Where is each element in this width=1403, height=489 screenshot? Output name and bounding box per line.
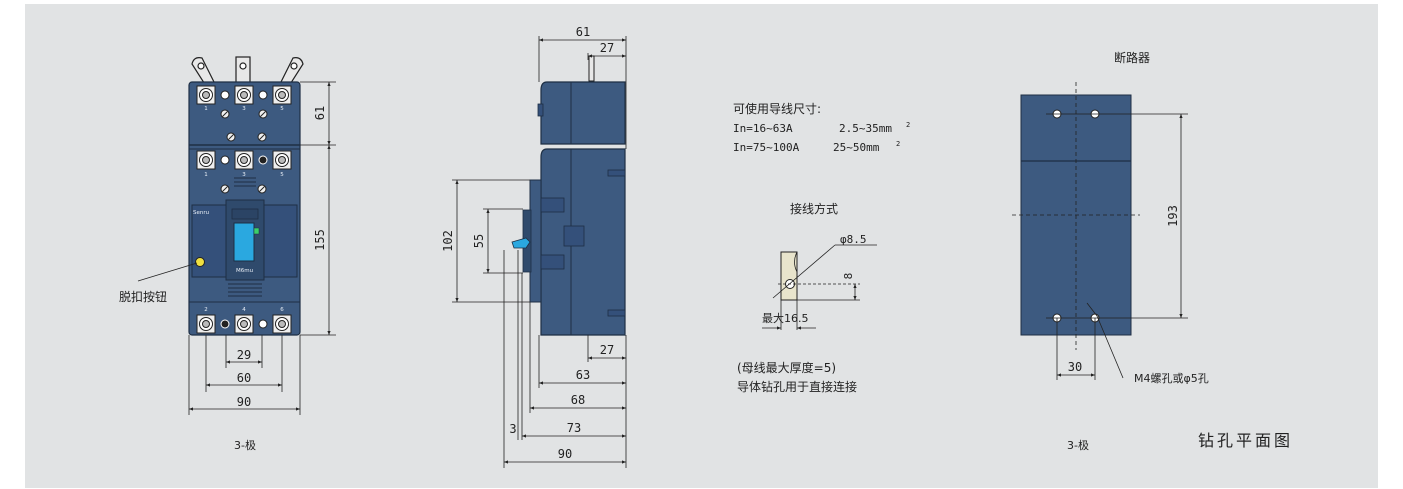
operating-handle	[233, 222, 255, 262]
front-view	[188, 56, 304, 336]
dim-55: 55	[472, 234, 486, 248]
max-width-label: 最大16.5	[762, 311, 809, 325]
handle-label: M6mu	[236, 268, 253, 274]
wiring-method-title: 接线方式	[790, 201, 838, 216]
dim-61-side: 61	[576, 25, 590, 39]
brand-label: Senru	[193, 210, 209, 216]
terminal-number: 3	[242, 172, 246, 178]
front-caption: 3-极	[234, 438, 256, 452]
drilling-caption: 3-极	[1067, 438, 1089, 452]
wire-spec-line2-left: In=75~100A	[733, 141, 800, 154]
dim-29-front: 29	[237, 348, 251, 362]
wire-spec-line2-right: 25~50mm	[833, 141, 880, 154]
dim-3: 3	[509, 422, 516, 436]
dim-27-bottom: 27	[600, 343, 614, 357]
busbar-detail	[780, 251, 798, 301]
terminal-number: 1	[204, 106, 208, 112]
dim-90-side: 90	[558, 447, 572, 461]
edge-dim-label: 8	[842, 273, 855, 280]
wire-spec-line1-left: In=16~63A	[733, 122, 793, 135]
drilling-note: 导体钻孔用于直接连接	[737, 379, 857, 394]
dim-90-front: 90	[237, 395, 251, 409]
dim-30: 30	[1068, 360, 1082, 374]
terminal-number: 1	[204, 172, 208, 178]
dim-27-top: 27	[600, 41, 614, 55]
dim-68: 68	[571, 393, 585, 407]
busbar-note: (母线最大厚度=5)	[737, 360, 836, 375]
dim-155-front: 155	[313, 229, 327, 251]
dim-63: 63	[576, 368, 590, 382]
hole-spec-label: M4螺孔或φ5孔	[1134, 372, 1209, 385]
side-view	[511, 55, 626, 336]
dim-102: 102	[441, 230, 455, 252]
terminal-number: 5	[280, 172, 284, 178]
trip-button	[195, 257, 205, 267]
dim-193: 193	[1166, 205, 1180, 227]
terminal-number: 5	[280, 106, 284, 112]
trip-button-label: 脱扣按钮	[119, 289, 167, 304]
breaker-label: 断路器	[1114, 50, 1150, 65]
dim-60-front: 60	[237, 371, 251, 385]
terminal-number: 6	[280, 307, 284, 313]
dim-61-front: 61	[313, 106, 327, 120]
superscript: 2	[906, 121, 910, 129]
wire-spec-title: 可使用导线尺寸:	[733, 101, 821, 116]
terminal-number: 3	[242, 106, 246, 112]
wire-spec-line1-right: 2.5~35mm	[839, 122, 892, 135]
busbar-tabs	[191, 56, 304, 87]
dim-73: 73	[567, 421, 581, 435]
terminal-number: 2	[204, 307, 208, 313]
hole-dim-label: φ8.5	[840, 233, 867, 246]
drilling-plan-title: 钻孔平面图	[1198, 431, 1293, 450]
terminal-number: 4	[242, 307, 246, 313]
superscript: 2	[896, 140, 900, 148]
